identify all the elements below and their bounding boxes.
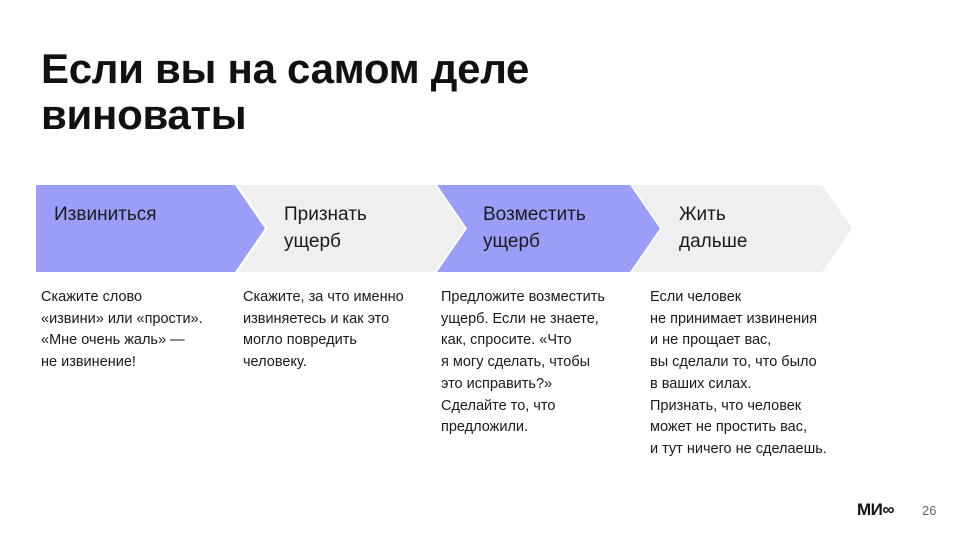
step-1-description: Скажите слово «извини» или «прости». «Мн… xyxy=(41,289,203,371)
step-3-description: Предложите возместить ущерб. Если не зна… xyxy=(441,289,605,436)
step-1-label: Извиниться xyxy=(54,204,157,225)
chevron-step-2 xyxy=(238,185,465,272)
chevron-step-4 xyxy=(632,185,852,272)
logo: МИ∞ xyxy=(857,500,895,519)
step-3-label: Возместить ущерб xyxy=(483,204,586,252)
process-chevrons xyxy=(36,185,852,272)
page-number: 26 xyxy=(922,503,937,518)
step-4-label: Жить дальше xyxy=(679,204,748,252)
page-title: Если вы на самом деле виноваты xyxy=(41,45,530,138)
step-2-description: Скажите, за что именно извиняетесь и как… xyxy=(243,289,404,371)
step-4-description: Если человек не принимает извинения и не… xyxy=(650,289,827,457)
step-2-label: Признать ущерб xyxy=(284,204,367,252)
chevron-step-3 xyxy=(437,185,660,272)
chevron-step-1 xyxy=(36,185,265,272)
